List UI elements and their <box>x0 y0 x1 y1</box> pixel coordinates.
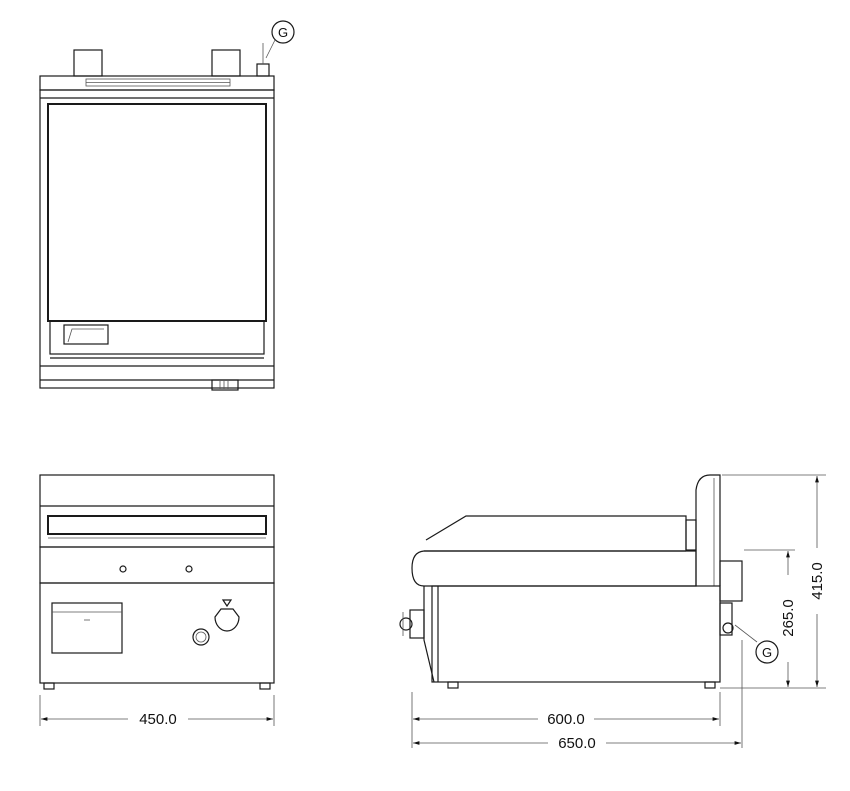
side-lower-body <box>431 585 721 683</box>
rear-rail <box>39 75 275 91</box>
top-view: G <box>39 20 295 391</box>
foot-front-left <box>43 682 55 690</box>
grease-drawer-top <box>63 324 109 345</box>
dim-body-depth: 600.0 <box>547 711 585 728</box>
cooking-plate <box>47 103 267 322</box>
control-knob <box>214 608 240 632</box>
dim-front-width: 450.0 <box>139 711 177 728</box>
dim-total-height: 415.0 <box>809 562 826 600</box>
knob-side <box>409 609 425 639</box>
gas-label-top: G <box>278 25 288 40</box>
knob-top <box>211 379 239 391</box>
front-view: 450.0 <box>39 474 275 728</box>
dim-total-depth: 650.0 <box>558 735 596 752</box>
indicator-hole-1 <box>119 565 127 573</box>
rear-box <box>719 560 743 602</box>
front-channel <box>49 320 265 355</box>
front-middle-band <box>39 546 275 584</box>
flue-left <box>73 49 103 77</box>
gas-label-circle-top <box>271 20 295 44</box>
top-body <box>39 89 275 389</box>
indicator-hole-2 <box>185 565 193 573</box>
side-plate-top <box>425 515 687 550</box>
gas-connector-side <box>719 602 733 636</box>
dim-connection-height: 265.0 <box>780 599 797 637</box>
foot-side-rear <box>704 681 716 689</box>
front-control-panel <box>39 582 275 684</box>
front-plate-edge <box>47 515 267 535</box>
front-upper-body <box>39 474 275 548</box>
back-splash <box>695 474 721 586</box>
gas-label-side: G <box>762 645 772 660</box>
gas-connector-top <box>256 63 270 77</box>
knob-indicator-icon <box>221 599 233 608</box>
side-view: G 265.0 415.0 600.0 650.0 <box>399 474 826 752</box>
foot-side-front <box>447 681 459 689</box>
side-front-lip <box>423 586 435 683</box>
gas-label-circle-side <box>755 640 779 664</box>
side-plate-body <box>411 550 697 587</box>
foot-front-right <box>259 682 271 690</box>
ignition-button <box>192 628 210 646</box>
flue-right <box>211 49 241 77</box>
grease-drawer-front <box>51 602 123 654</box>
